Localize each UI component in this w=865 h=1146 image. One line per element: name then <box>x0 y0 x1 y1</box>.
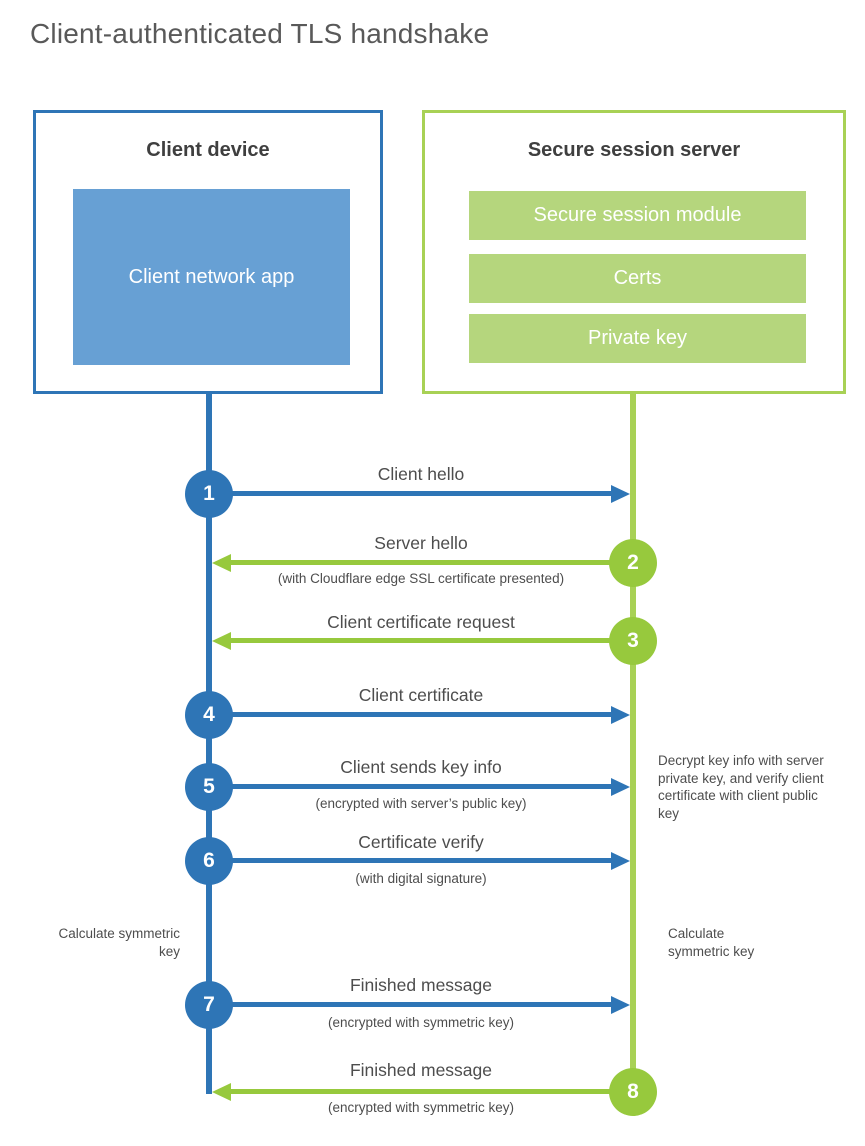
private-key-label: Private key <box>588 327 687 349</box>
step-8-arrow-line <box>230 1089 633 1094</box>
server-lifeline <box>630 392 636 1093</box>
private-key-bar: Private key <box>469 314 806 363</box>
step-6-arrow-line <box>209 858 612 863</box>
server-box-title: Secure session server <box>527 139 741 161</box>
calculate-symmetric-key-left: Calculate symmetric key <box>58 926 180 959</box>
step-8-arrowhead-left-icon <box>212 1083 231 1101</box>
step-7-label: Finished message <box>349 975 493 995</box>
page-title: Client-authenticated TLS handshake <box>30 18 490 49</box>
step-8-number-badge: 8 <box>609 1068 657 1116</box>
step-1-arrow-line <box>209 491 612 496</box>
step-3-arrow-line <box>230 638 633 643</box>
step-7-arrowhead-right-icon <box>611 996 630 1014</box>
step-6-subtext: (with digital signature) <box>355 871 487 886</box>
step-6-number-badge: 6 <box>185 837 233 885</box>
step-7-arrow-line <box>209 1002 612 1007</box>
secure-session-module-label: Secure session module <box>533 204 742 226</box>
step-6-label: Certificate verify <box>358 832 484 852</box>
client-network-app-label: Client network app <box>128 265 295 288</box>
client-device-box: Client device Client network app <box>33 110 383 394</box>
client-network-app-box: Client network app <box>73 189 350 365</box>
step-2-arrow-line <box>230 560 633 565</box>
step-5-arrowhead-right-icon <box>611 778 630 796</box>
step-3-arrowhead-left-icon <box>212 632 231 650</box>
certs-bar: Certs <box>469 254 806 303</box>
client-lifeline <box>206 392 212 1094</box>
step-3-number-badge: 3 <box>609 617 657 665</box>
step-8-label: Finished message <box>349 1060 493 1080</box>
step-1-arrowhead-right-icon <box>611 485 630 503</box>
step-6-arrowhead-right-icon <box>611 852 630 870</box>
step-5-label: Client sends key info <box>340 757 502 777</box>
step-4-number-badge: 4 <box>185 691 233 739</box>
step-2-arrowhead-left-icon <box>212 554 231 572</box>
step-5-arrow-line <box>209 784 612 789</box>
decrypt-note: Decrypt key info with server private key… <box>658 753 824 821</box>
step-1-label: Client hello <box>377 464 465 484</box>
step-4-arrow-line <box>209 712 612 717</box>
step-3-label: Client certificate request <box>327 612 515 632</box>
step-7-number-badge: 7 <box>185 981 233 1029</box>
step-4-arrowhead-right-icon <box>611 706 630 724</box>
secure-session-module-bar: Secure session module <box>469 191 806 240</box>
secure-session-server-box: Secure session server Secure session mod… <box>422 110 846 394</box>
step-7-subtext: (encrypted with symmetric key) <box>327 1015 515 1030</box>
step-1-number-badge: 1 <box>185 470 233 518</box>
client-device-title: Client device <box>146 139 270 161</box>
step-5-number-badge: 5 <box>185 763 233 811</box>
step-5-subtext: (encrypted with server’s public key) <box>315 796 527 811</box>
certs-label: Certs <box>613 267 662 289</box>
step-4-label: Client certificate <box>358 685 484 705</box>
step-8-subtext: (encrypted with symmetric key) <box>327 1100 515 1115</box>
calculate-symmetric-key-right: Calculate symmetric key <box>668 926 755 959</box>
step-2-number-badge: 2 <box>609 539 657 587</box>
step-2-subtext: (with Cloudflare edge SSL certificate pr… <box>277 571 565 586</box>
step-2-label: Server hello <box>374 533 468 553</box>
